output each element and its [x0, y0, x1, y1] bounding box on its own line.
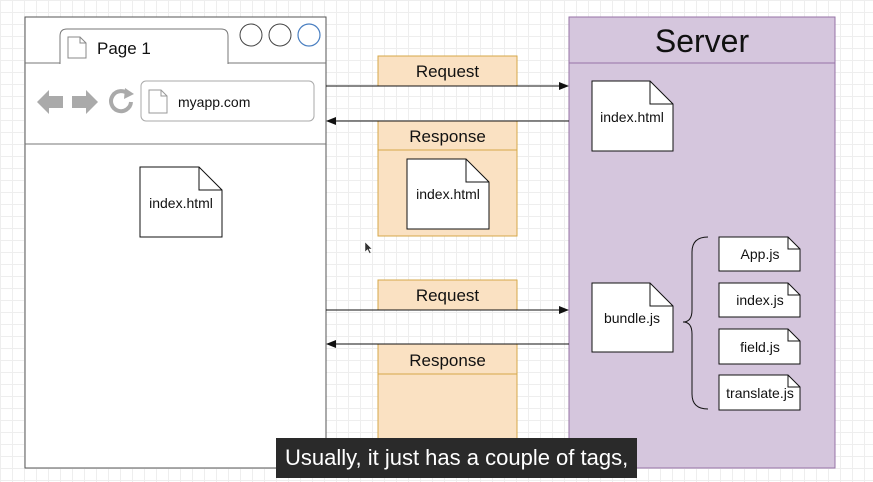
mouse-cursor-icon [364, 241, 373, 254]
browser-window: Page 1 myapp.com index.html [24, 16, 327, 469]
response-label: Response [409, 127, 486, 146]
response-label: Response [409, 351, 486, 370]
document-icon [148, 89, 168, 114]
file-label: field.js [740, 339, 780, 355]
file-label: index.html [600, 109, 664, 125]
video-caption: Usually, it just has a couple of tags, [276, 438, 638, 478]
bundle-part-file: translate.js [718, 374, 801, 411]
request-box: Request [377, 279, 518, 311]
curly-brace [682, 236, 709, 410]
file-label: App.js [741, 246, 780, 262]
file-label: bundle.js [604, 310, 660, 326]
request-label: Request [416, 62, 480, 81]
server-bundle-js-file: bundle.js [591, 282, 674, 353]
url-text: myapp.com [178, 94, 250, 110]
bundle-part-file: field.js [718, 328, 801, 365]
browser-index-html-file: index.html [139, 166, 223, 238]
file-label: translate.js [726, 385, 794, 401]
page-icon [67, 36, 87, 59]
bundle-part-file: App.js [718, 236, 801, 272]
response-box: Response index.html [377, 120, 518, 237]
address-bar[interactable]: myapp.com [140, 80, 315, 122]
window-control-circle[interactable] [297, 23, 321, 47]
reload-icon[interactable] [109, 88, 134, 114]
server-index-html-file: index.html [591, 80, 674, 152]
forward-icon[interactable] [72, 90, 98, 114]
tab-label: Page 1 [97, 39, 151, 58]
back-icon[interactable] [37, 90, 63, 114]
request-box: Request [377, 55, 518, 87]
file-label: index.html [149, 195, 213, 211]
window-control-circle[interactable] [268, 23, 292, 47]
bundle-part-file: index.js [718, 282, 801, 318]
server-title: Server [655, 23, 750, 59]
response-index-html-file: index.html [406, 158, 490, 230]
request-label: Request [416, 286, 480, 305]
browser-tab[interactable]: Page 1 [59, 28, 229, 64]
file-label: index.html [416, 186, 480, 202]
file-label: index.js [736, 292, 783, 308]
server-box: Server index.html bundle.js App.js index… [568, 16, 836, 469]
window-control-circle[interactable] [239, 23, 263, 47]
